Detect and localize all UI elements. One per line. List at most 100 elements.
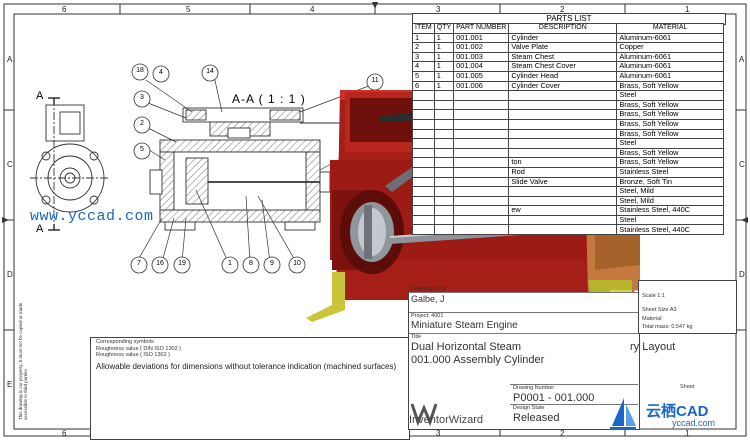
parts-cell-description [508, 128, 618, 140]
parts-cell-item: 2 [412, 42, 435, 53]
parts-cell-part-number [453, 109, 510, 120]
parts-cell-item [412, 90, 435, 101]
parts-cell-part-number: 001.002 [453, 42, 510, 53]
header-qty: QTY [433, 23, 455, 34]
parts-cell-qty [433, 195, 455, 207]
parts-cell-qty [433, 157, 455, 168]
inventorwizard-logo-icon [410, 400, 440, 427]
parts-cell-part-number [453, 90, 510, 101]
parts-cell-qty: 1 [433, 80, 455, 92]
brand-url: yccad.com [672, 418, 716, 428]
parts-cell-material: Steel, Mild [616, 195, 724, 207]
parts-cell-qty [433, 138, 455, 149]
parts-cell-description [508, 147, 618, 159]
parts-cell-material: Copper [616, 42, 724, 53]
engineered-by: Galbe, J [411, 294, 445, 304]
title-block-right [638, 280, 737, 334]
parts-cell-part-number [453, 147, 510, 159]
parts-list-header-row: ITEM QTY PART NUMBER DESCRIPTION MATERIA… [412, 23, 724, 34]
section-view [149, 107, 340, 231]
parts-cell-description [508, 195, 618, 207]
balloon-14: 14 [206, 68, 214, 75]
zone-col-2-bottom: 2 [560, 429, 565, 438]
parts-cell-description [508, 224, 618, 236]
zone-col-4: 4 [310, 5, 315, 14]
zone-row-d: D [7, 270, 13, 279]
parts-cell-material: Bronze, Soft Tin [616, 176, 724, 188]
side-view [30, 98, 110, 230]
tb-line-5 [510, 404, 638, 406]
parts-cell-item [412, 195, 435, 207]
parts-cell-part-number [453, 205, 510, 216]
parts-cell-item [412, 166, 435, 178]
parts-cell-material: Stainless Steel [616, 166, 724, 178]
parts-cell-part-number [453, 186, 510, 197]
parts-cell-description [508, 99, 618, 111]
parts-cell-material: Aluminum-6061 [616, 51, 724, 63]
zone-col-3-bottom: 3 [436, 429, 441, 438]
parts-cell-material: Steel, Mild [616, 186, 724, 197]
parts-cell-material: Brass, Soft Yellow [616, 147, 724, 159]
parts-cell-qty [433, 147, 455, 159]
total-mass: Total mass: 0.547 kg [642, 324, 693, 330]
parts-cell-item: 6 [412, 80, 435, 92]
title-label: Title [411, 334, 422, 340]
zone-row-a: A [7, 55, 13, 64]
parts-list-row: Steel [412, 138, 724, 149]
zone-row-a-right: A [739, 55, 745, 64]
parts-cell-description [508, 214, 618, 226]
parts-cell-material: Brass, Soft Yellow [616, 80, 724, 92]
section-cut-markers [48, 97, 60, 231]
parts-cell-item [412, 128, 435, 140]
tb-line-1 [409, 292, 638, 294]
header-item: ITEM [412, 23, 435, 34]
parts-cell-item: 4 [412, 61, 435, 72]
zone-col-6: 6 [62, 5, 67, 14]
balloon-5: 5 [140, 146, 144, 153]
engineered-by-label: Engineered by [411, 286, 447, 292]
parts-cell-material: Aluminum-6061 [616, 70, 724, 82]
balloon-8: 8 [249, 260, 253, 267]
parts-cell-description: Steam Chest [508, 51, 618, 63]
parts-cell-material: Aluminum-6061 [616, 32, 724, 44]
parts-cell-material: Steel [616, 90, 724, 101]
parts-list-row: Brass, Soft Yellow [412, 99, 724, 111]
parts-cell-qty: 1 [433, 70, 455, 82]
zone-row-c: C [7, 160, 13, 169]
balloon-9: 9 [270, 260, 274, 267]
deviation-title: Allowable deviations for dimensions with… [96, 362, 397, 371]
parts-cell-material: Brass, Soft Yellow [616, 99, 724, 111]
parts-list-row: Steel, Mild [412, 195, 724, 207]
parts-list-row: Steel [412, 214, 724, 226]
parts-cell-item [412, 205, 435, 216]
sheet-label: Sheet [680, 384, 695, 390]
side-note: This drawing is our property; it must no… [18, 302, 28, 420]
parts-cell-material: Aluminum-6061 [616, 61, 724, 72]
parts-cell-qty [433, 205, 455, 216]
parts-cell-qty [433, 186, 455, 197]
parts-cell-material: Brass, Soft Yellow [616, 157, 724, 168]
material-label: Material [642, 316, 662, 322]
parts-cell-description [508, 186, 618, 197]
parts-cell-qty [433, 224, 455, 236]
brand-cn: 云栖CAD [646, 403, 709, 420]
parts-list-row: Brass, Soft Yellow [412, 109, 724, 120]
tb-line-3 [409, 333, 638, 335]
parts-cell-item [412, 224, 435, 236]
parts-cell-item: 1 [412, 32, 435, 44]
sail-logo-icon [608, 396, 638, 432]
deviation-row-3: Roughness value ( ISO 1302 ) [96, 352, 170, 358]
parts-cell-item [412, 99, 435, 111]
parts-cell-item [412, 176, 435, 188]
parts-cell-qty [433, 109, 455, 120]
parts-cell-description: Cylinder Cover [508, 80, 618, 92]
header-description: DESCRIPTION [508, 23, 618, 34]
